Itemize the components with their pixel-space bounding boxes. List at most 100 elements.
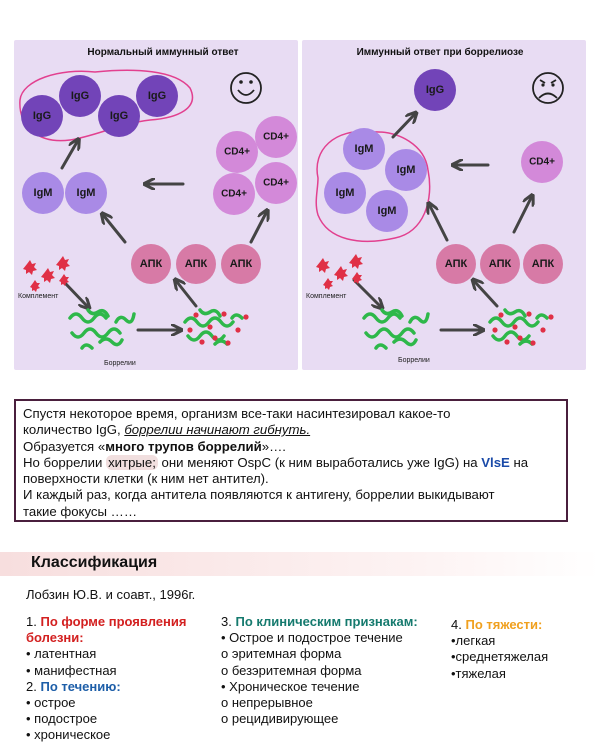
classification-column-3: 4. По тяжести: •легкая •среднетяжелая •т… <box>451 617 591 682</box>
arrow-icon <box>475 282 499 308</box>
svg-text:IgG: IgG <box>426 84 444 96</box>
apk-circle: АПК <box>523 244 563 284</box>
svg-text:АПК: АПК <box>532 258 555 270</box>
svg-text:IgM: IgM <box>336 187 355 199</box>
list-item: •легкая <box>451 633 496 649</box>
course-heading: 2. По течению: <box>26 678 121 694</box>
borrelia-icon <box>362 308 430 350</box>
list-item: • подострое <box>26 711 98 727</box>
sad-face-icon <box>532 72 564 104</box>
note-line: Но боррелии хитрые; они меняют OspC (к н… <box>23 454 529 470</box>
list-item: • латентная <box>26 646 97 662</box>
arrow-icon <box>512 198 531 234</box>
classification-column-2: 3. По клиническим признакам: • Острое и … <box>221 614 449 727</box>
svg-text:IgM: IgM <box>355 143 374 155</box>
arrow-icon <box>60 142 77 170</box>
igg-circle: IgG <box>136 75 178 117</box>
list-item: о рецидивирующее <box>221 711 339 727</box>
svg-text:CD4+: CD4+ <box>224 147 250 158</box>
arrow-icon <box>249 213 266 244</box>
svg-text:IgM: IgM <box>397 164 416 176</box>
list-item: •среднетяжелая <box>451 649 549 665</box>
list-item: о эритемная форма <box>221 646 342 662</box>
note-line: И каждый раз, когда антитела появляются … <box>23 487 495 503</box>
svg-text:IgM: IgM <box>34 187 53 199</box>
classification-column-1: 1. По форме проявления болезни: • латент… <box>26 614 216 744</box>
form-heading: 1. По форме проявления болезни: <box>26 614 187 646</box>
list-item: • хроническое <box>26 727 111 743</box>
arrow-icon <box>177 282 198 308</box>
arrow-icon <box>430 206 449 242</box>
note-line: Образуется «много трупов боррелий»…. <box>23 438 286 454</box>
list-item: о непрерывное <box>221 695 313 711</box>
svg-text:CD4+: CD4+ <box>221 189 247 200</box>
apk-circle: АПК <box>480 244 520 284</box>
svg-text:IgG: IgG <box>110 110 128 122</box>
borrelia-icon <box>68 308 136 350</box>
complement-label: Комплемент <box>306 293 347 300</box>
list-item: о безэритемная форма <box>221 662 362 678</box>
apk-circle: АПК <box>436 244 476 284</box>
note-line: поверхности клетки (к ним нет антител). <box>23 471 269 487</box>
note-line: количество IgG, боррелии начинают гибнут… <box>23 422 311 438</box>
apk-circle: АПК <box>131 244 171 284</box>
borrelia-label: Боррелии <box>398 357 430 364</box>
note-line: такие фокусы …… <box>23 503 138 519</box>
svg-text:CD4+: CD4+ <box>529 157 555 168</box>
cd4-circle: CD4+ <box>216 131 258 173</box>
arrow-icon <box>391 115 414 139</box>
list-item: • манифестная <box>26 662 117 678</box>
svg-text:АПК: АПК <box>185 258 208 270</box>
complement-icon <box>23 256 70 292</box>
igg-circle: IgG <box>59 75 101 117</box>
right-panel-title: Иммунный ответ при боррелиозе <box>357 46 524 58</box>
svg-text:АПК: АПК <box>489 258 512 270</box>
borreliosis-response-panel: Иммунный ответ при боррелиозе IgG IgM Ig… <box>302 40 586 370</box>
arrow-icon <box>104 216 127 244</box>
svg-text:CD4+: CD4+ <box>263 132 289 143</box>
igm-circle: IgM <box>324 172 366 214</box>
cd4-circle: CD4+ <box>521 141 563 183</box>
note-line: Спустя некоторое время, организм все-так… <box>23 406 451 421</box>
cd4-circle: CD4+ <box>213 173 255 215</box>
list-item: • острое <box>26 695 76 711</box>
igg-cluster-outline <box>19 69 193 142</box>
list-item: • Острое и подострое течение <box>221 630 403 646</box>
svg-text:АПК: АПК <box>230 258 253 270</box>
apk-circle: АПК <box>221 244 261 284</box>
borrelia-with-complement-icon <box>488 308 554 346</box>
clinical-heading: 3. По клиническим признакам: <box>221 614 418 629</box>
normal-response-panel: Нормальный иммунный ответ IgG IgG IgG Ig… <box>14 40 298 370</box>
svg-text:АПК: АПК <box>140 258 163 270</box>
list-item: •тяжелая <box>451 665 506 681</box>
arrow-icon <box>62 280 87 306</box>
immune-response-diagram: Нормальный иммунный ответ IgG IgG IgG Ig… <box>14 40 586 370</box>
svg-text:IgM: IgM <box>77 187 96 199</box>
borrelia-with-complement-icon <box>183 308 249 346</box>
left-panel-title: Нормальный иммунный ответ <box>87 47 238 58</box>
igm-circle: IgM <box>22 172 64 214</box>
svg-text:IgM: IgM <box>378 205 397 217</box>
list-item: • Хроническое течение <box>221 678 360 694</box>
cd4-circle: CD4+ <box>255 116 297 158</box>
svg-text:CD4+: CD4+ <box>263 178 289 189</box>
smiling-face-icon <box>230 72 262 104</box>
classification-author: Лобзин Ю.В. и соавт., 1996г. <box>26 587 196 602</box>
svg-text:IgG: IgG <box>148 90 166 102</box>
igm-circle: IgM <box>343 128 385 170</box>
svg-text:IgG: IgG <box>71 90 89 102</box>
igm-circle: IgM <box>385 149 427 191</box>
severity-heading: 4. По тяжести: <box>451 617 543 632</box>
igm-circle: IgM <box>366 190 408 232</box>
svg-text:IgG: IgG <box>33 110 51 122</box>
classification-header-band <box>0 552 600 576</box>
borrelia-label: Боррелии <box>104 360 136 367</box>
igg-circle: IgG <box>414 69 456 111</box>
igg-circle: IgG <box>21 95 63 137</box>
igm-circle: IgM <box>65 172 107 214</box>
igg-circle: IgG <box>98 95 140 137</box>
complement-icon <box>316 254 363 290</box>
explanation-note: Спустя некоторое время, организм все-так… <box>14 399 568 522</box>
apk-circle: АПК <box>176 244 216 284</box>
cd4-circle: CD4+ <box>255 162 297 204</box>
